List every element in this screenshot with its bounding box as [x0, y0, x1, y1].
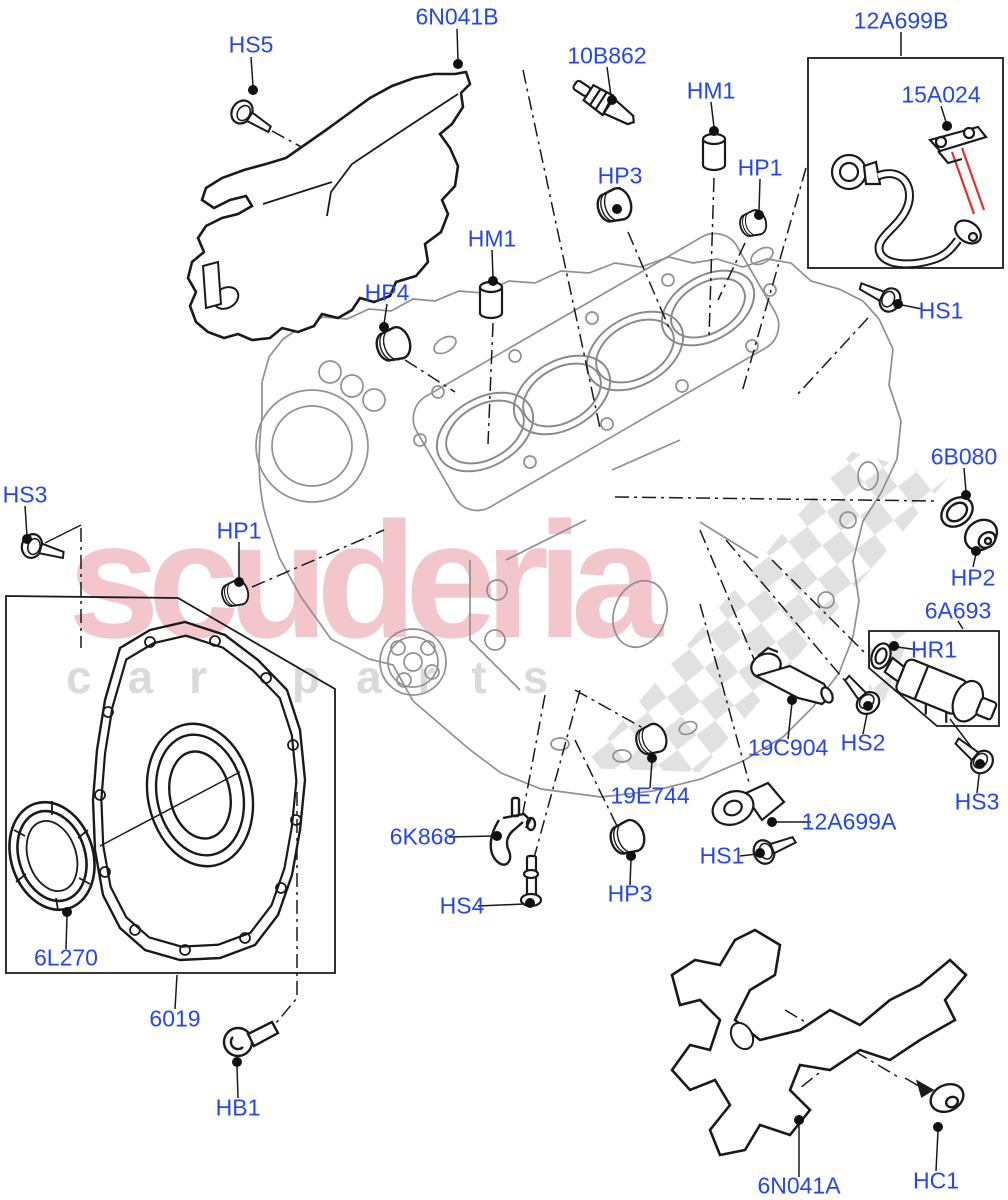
part-label-hm1-mid: HM1: [467, 225, 517, 252]
bolt-hs5-drawing: [226, 95, 278, 141]
engine-block-drawing: [255, 232, 902, 798]
plug-hp4-drawing: [371, 323, 416, 367]
solenoid-6a693-drawing: [870, 642, 998, 723]
watermark-brand: scuderia: [68, 488, 663, 672]
part-label-hs4: HS4: [439, 892, 485, 919]
bolt-hs1-bottom-drawing: [749, 827, 801, 868]
bolt-hs1-top-drawing: [853, 274, 906, 317]
callout-box-12a699b: [807, 57, 1004, 269]
part-label-6n041b: 6N041B: [415, 3, 499, 30]
part-label-hs5: HS5: [228, 31, 274, 58]
part-label-6b080: 6B080: [930, 443, 998, 470]
part-label-6019: 6019: [149, 1005, 201, 1032]
part-label-hm1-top: HM1: [686, 77, 736, 104]
part-label-hp1-top: HP1: [737, 154, 783, 181]
part-label-6a693: 6A693: [924, 597, 992, 624]
callout-boxes: [5, 57, 1004, 974]
dowel-hm1-mid-drawing: [478, 280, 504, 320]
part-label-19c904: 19C904: [747, 734, 829, 761]
watermark-tagline: car parts: [66, 651, 585, 703]
part-label-6n041a: 6N041A: [757, 1172, 841, 1199]
sensor-10b862-drawing: [572, 79, 635, 126]
pin-hc1-drawing: [916, 1079, 965, 1113]
part-label-hc1: HC1: [912, 1167, 960, 1194]
part-label-hr1: HR1: [910, 636, 958, 663]
parts-drawings: [8, 70, 999, 1157]
knock-sensor-12a699a-drawing: [711, 781, 786, 826]
part-label-10b862: 10B862: [567, 42, 647, 69]
part-label-hs1-top: HS1: [918, 297, 964, 324]
plug-hp1-top-drawing: [736, 206, 771, 241]
part-label-12a699b: 12A699B: [853, 7, 949, 34]
part-label-19e744: 19E744: [610, 782, 690, 809]
sensor-19c904-drawing: [750, 646, 834, 706]
callout-box-6019: [5, 595, 336, 974]
part-label-hs1-bottom: HS1: [699, 842, 745, 869]
bolt-hs3-right-drawing: [947, 730, 999, 779]
label-dots: [22, 59, 985, 1132]
part-label-hp2: HP2: [950, 564, 996, 591]
seal-6b080-hp2-drawing: [940, 496, 999, 552]
bracket-6k868-drawing: [489, 796, 537, 866]
part-label-hp1-left: HP1: [216, 517, 262, 544]
timing-cover-6019-drawing: [91, 620, 307, 962]
part-label-hb1: HB1: [215, 1094, 261, 1121]
callout-box-6a693: [868, 630, 1000, 727]
crank-seal-6l270-drawing: [8, 800, 96, 912]
heat-shield-lower-drawing: [670, 928, 968, 1157]
part-label-hp4: HP4: [364, 279, 410, 306]
part-label-hp3-bottom: HP3: [607, 880, 653, 907]
part-label-6k868: 6K868: [389, 823, 457, 850]
part-label-hs3-right: HS3: [954, 788, 1000, 815]
part-label-6l270: 6L270: [34, 944, 98, 971]
bolt-hb1-drawing: [222, 1020, 280, 1058]
part-label-15a024: 15A024: [901, 81, 981, 108]
sensor-15a024-drawing: [830, 125, 988, 269]
part-label-hs2: HS2: [840, 729, 886, 756]
part-label-12a699a: 12A699A: [801, 808, 897, 835]
plug-hp3-bottom-drawing: [605, 815, 650, 860]
dowel-hm1-top-drawing: [701, 132, 727, 172]
part-label-hs3-left: HS3: [2, 481, 48, 508]
part-label-hp3-top: HP3: [597, 162, 643, 189]
